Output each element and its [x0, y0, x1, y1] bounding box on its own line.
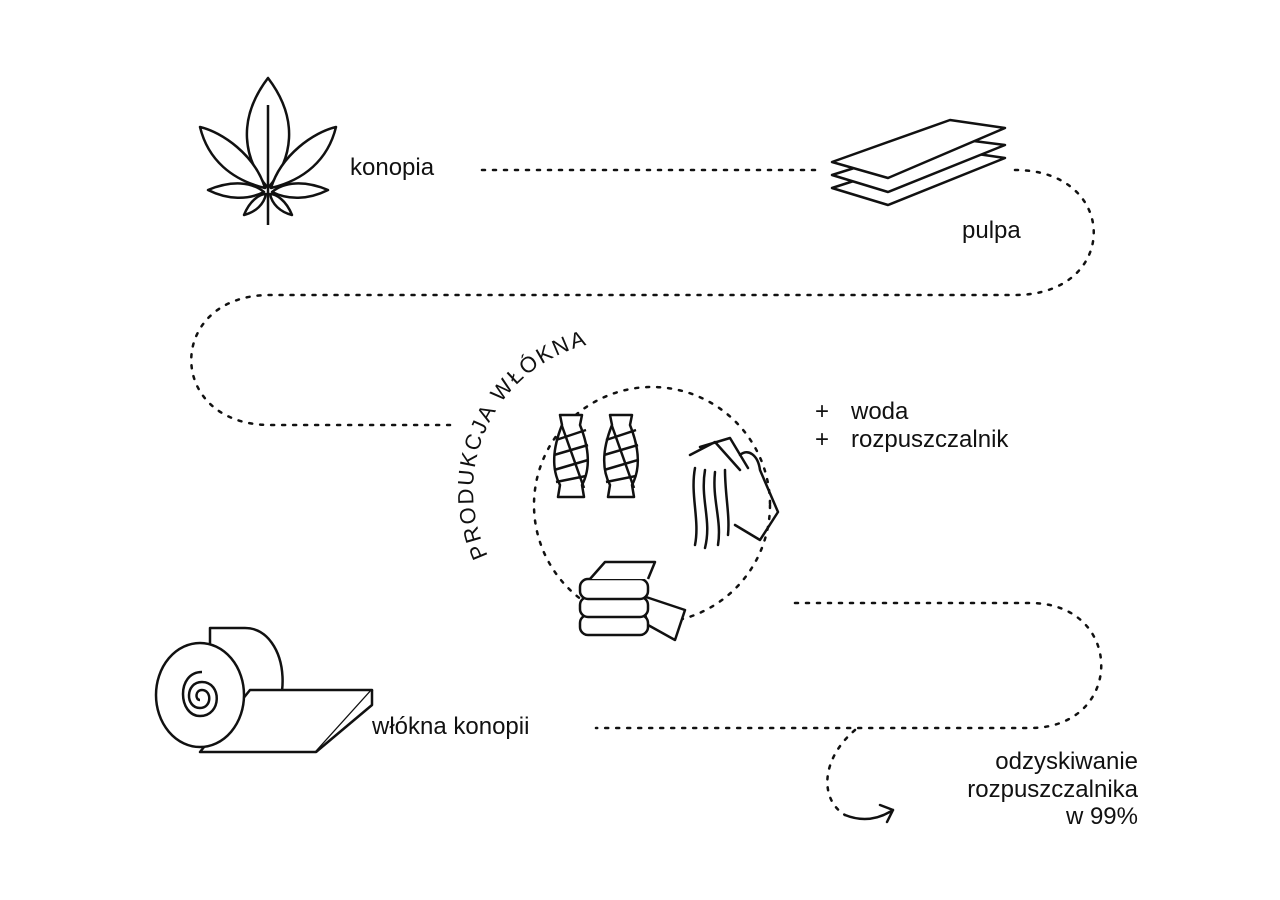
label-hemp-fibers: włókna konopii — [372, 713, 530, 740]
production-cycle-ring — [532, 385, 772, 625]
addition-solvent: + rozpuszczalnik — [815, 426, 1008, 454]
thread-spools-icon — [553, 413, 639, 499]
addition-water: + woda — [815, 398, 1008, 426]
connector-pulp-to-production — [190, 168, 1095, 427]
fiber-roll-icon — [154, 626, 374, 754]
label-pulp: pulpa — [962, 217, 1021, 244]
recovery-line: odzyskiwanie — [995, 748, 1138, 775]
recovery-line: rozpuszczalnika — [967, 775, 1138, 803]
addition-label: rozpuszczalnik — [851, 425, 1009, 453]
label-hemp: konopia — [350, 154, 435, 181]
pulp-sheets-icon — [830, 118, 1007, 207]
addition-label: woda — [851, 398, 909, 425]
recovery-note: odzyskiwanie rozpuszczalnika w 99% — [967, 748, 1138, 831]
connector-production-to-fibers — [594, 601, 1103, 730]
connector-recovery — [826, 728, 857, 817]
additions-list: + woda + rozpuszczalnik — [815, 398, 1008, 453]
hand-fibers-icon — [688, 436, 780, 550]
return-arrow-icon — [843, 803, 895, 824]
recovery-line: w 99% — [1065, 803, 1138, 831]
plus-sign: + — [815, 425, 830, 453]
hemp-leaf-icon — [198, 76, 338, 225]
plus-sign: + — [815, 398, 830, 425]
folded-fabric-icon — [578, 560, 687, 642]
